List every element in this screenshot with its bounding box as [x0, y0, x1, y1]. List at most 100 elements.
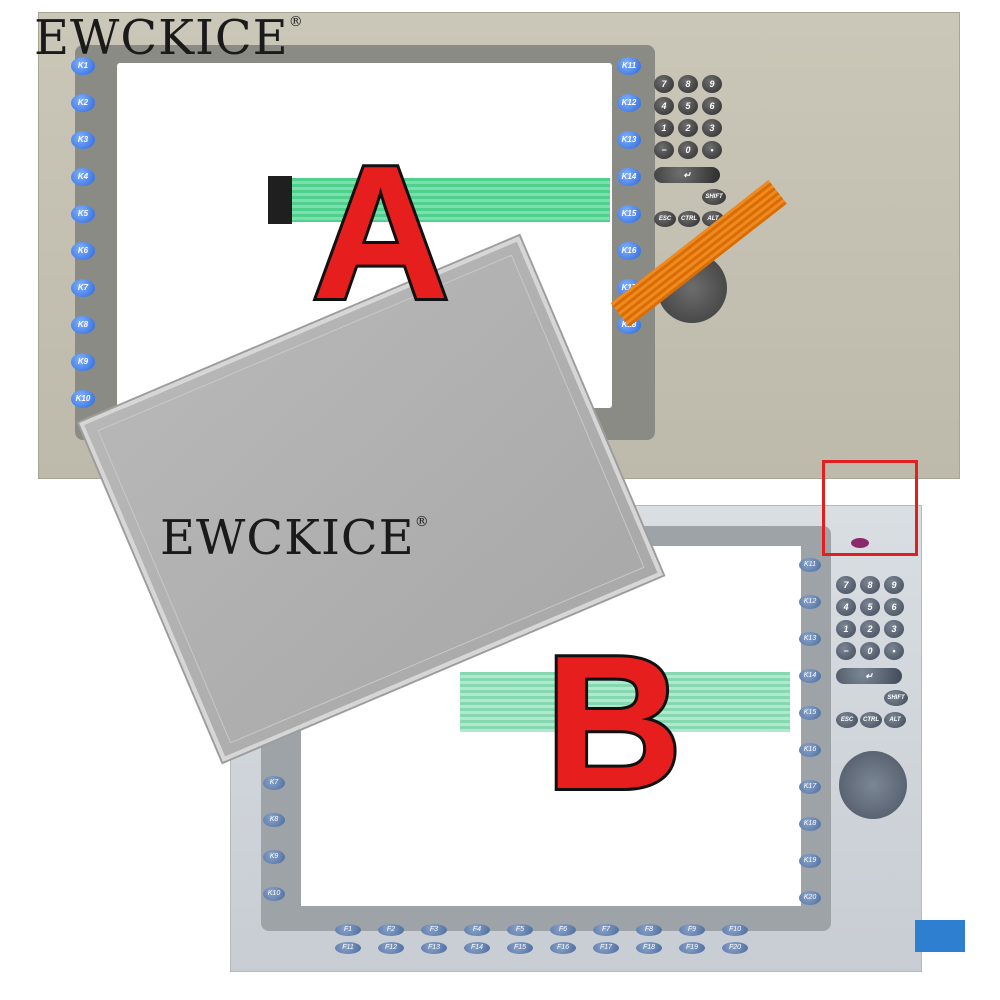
panel-a-label: A	[309, 127, 452, 339]
panel_b-keypad-11[interactable]: •	[884, 642, 904, 660]
ribbon-cable-b	[460, 672, 790, 732]
panel_b-shift-key[interactable]: SHIFT	[884, 690, 908, 706]
panel_b-enter-key[interactable]: ↵	[836, 668, 902, 684]
panel_b-keypad-5[interactable]: 6	[884, 598, 904, 616]
fkey-0[interactable]: F1	[335, 924, 361, 936]
panel_a-keypad-4[interactable]: 5	[678, 97, 698, 115]
fkey2-2[interactable]: F13	[421, 942, 447, 954]
key-a-right-0[interactable]: K11	[617, 57, 641, 75]
brand-name: EWCKICE	[34, 10, 289, 66]
fkey-7[interactable]: F8	[636, 924, 662, 936]
key-b-right-5[interactable]: K16	[799, 743, 821, 757]
panel_b-keypad-0[interactable]: 7	[836, 576, 856, 594]
panel_a-keypad-11[interactable]: •	[702, 141, 722, 159]
key-a-left-2[interactable]: K3	[71, 131, 95, 149]
fkey2-3[interactable]: F14	[464, 942, 490, 954]
key-b-right-3[interactable]: K14	[799, 669, 821, 683]
key-a-left-5[interactable]: K6	[71, 242, 95, 260]
key-a-right-3[interactable]: K14	[617, 168, 641, 186]
key-a-left-6[interactable]: K7	[71, 279, 95, 297]
fkey2-7[interactable]: F18	[636, 942, 662, 954]
fkey-2[interactable]: F3	[421, 924, 447, 936]
panel_b-keypad-3[interactable]: 4	[836, 598, 856, 616]
brand-name-touch: EWCKICE	[160, 510, 415, 566]
key-b-right-6[interactable]: K17	[799, 780, 821, 794]
panel_b-keypad-8[interactable]: 3	[884, 620, 904, 638]
panel_b-keypad-7[interactable]: 2	[860, 620, 880, 638]
fkey2-8[interactable]: F19	[679, 942, 705, 954]
panel_a-keypad-7[interactable]: 2	[678, 119, 698, 137]
panel_a-func-0[interactable]: ESC	[654, 211, 676, 227]
fkey-6[interactable]: F7	[593, 924, 619, 936]
fkey2-0[interactable]: F11	[335, 942, 361, 954]
key-a-left-0[interactable]: K1	[71, 57, 95, 75]
panel_a-keypad-9[interactable]: −	[654, 141, 674, 159]
direction-pad-b[interactable]	[839, 751, 907, 819]
panel-b-label: B	[542, 617, 685, 829]
key-a-left-1[interactable]: K2	[71, 94, 95, 112]
key-a-left-3[interactable]: K4	[71, 168, 95, 186]
panel_a-keypad-2[interactable]: 9	[702, 75, 722, 93]
key-b-right-9[interactable]: K20	[799, 891, 821, 905]
fkey-3[interactable]: F4	[464, 924, 490, 936]
fkey2-9[interactable]: F20	[722, 942, 748, 954]
key-a-right-5[interactable]: K16	[617, 242, 641, 260]
fkey2-1[interactable]: F12	[378, 942, 404, 954]
panel_a-keypad-6[interactable]: 1	[654, 119, 674, 137]
panel_b-keypad-4[interactable]: 5	[860, 598, 880, 616]
fkey2-5[interactable]: F16	[550, 942, 576, 954]
fkey2-6[interactable]: F17	[593, 942, 619, 954]
brand-registered-mark: ®	[288, 14, 304, 30]
brand-registered-mark-touch: ®	[414, 514, 430, 530]
panel_b-keypad-9[interactable]: −	[836, 642, 856, 660]
fkey2-4[interactable]: F15	[507, 942, 533, 954]
panel_b-func-2[interactable]: ALT	[884, 712, 906, 728]
key-b-right-7[interactable]: K18	[799, 817, 821, 831]
key-b-right-0[interactable]: K11	[799, 558, 821, 572]
fkey-9[interactable]: F10	[722, 924, 748, 936]
panel_b-keypad-2[interactable]: 9	[884, 576, 904, 594]
key-a-right-4[interactable]: K15	[617, 205, 641, 223]
panel_b-keypad-1[interactable]: 8	[860, 576, 880, 594]
panel_b-func-1[interactable]: CTRL	[860, 712, 882, 728]
status-led	[851, 538, 869, 548]
key-a-left-4[interactable]: K5	[71, 205, 95, 223]
panel_b-func-0[interactable]: ESC	[836, 712, 858, 728]
ribbon-cable-a	[270, 178, 610, 222]
fkey-4[interactable]: F5	[507, 924, 533, 936]
fkey-5[interactable]: F6	[550, 924, 576, 936]
key-b-left-1[interactable]: K8	[263, 813, 285, 827]
panel_a-shift-key[interactable]: SHIFT	[702, 189, 726, 205]
key-a-right-2[interactable]: K13	[617, 131, 641, 149]
key-a-left-8[interactable]: K9	[71, 353, 95, 371]
panel_a-keypad-5[interactable]: 6	[702, 97, 722, 115]
fkey-1[interactable]: F2	[378, 924, 404, 936]
brand-logo-top: EWCKICE®	[34, 10, 304, 66]
ribbon-tail-b	[915, 920, 965, 952]
key-b-right-8[interactable]: K19	[799, 854, 821, 868]
key-a-right-1[interactable]: K12	[617, 94, 641, 112]
panel_a-enter-key[interactable]: ↵	[654, 167, 720, 183]
key-a-left-9[interactable]: K10	[71, 390, 95, 408]
key-a-left-7[interactable]: K8	[71, 316, 95, 334]
panel_a-keypad-1[interactable]: 8	[678, 75, 698, 93]
key-b-left-0[interactable]: K7	[263, 776, 285, 790]
panel_a-keypad-10[interactable]: 0	[678, 141, 698, 159]
panel_b-keypad-6[interactable]: 1	[836, 620, 856, 638]
led-highlight-box	[822, 460, 918, 556]
panel_a-keypad-3[interactable]: 4	[654, 97, 674, 115]
fkey-8[interactable]: F9	[679, 924, 705, 936]
panel_b-keypad-10[interactable]: 0	[860, 642, 880, 660]
key-b-right-4[interactable]: K15	[799, 706, 821, 720]
key-b-left-2[interactable]: K9	[263, 850, 285, 864]
key-b-left-3[interactable]: K10	[263, 887, 285, 901]
ribbon-connector-a	[268, 176, 292, 224]
key-b-right-2[interactable]: K13	[799, 632, 821, 646]
brand-logo-touch: EWCKICE®	[160, 510, 430, 566]
panel_a-keypad-0[interactable]: 7	[654, 75, 674, 93]
panel_a-keypad-8[interactable]: 3	[702, 119, 722, 137]
panel_a-func-1[interactable]: CTRL	[678, 211, 700, 227]
key-b-right-1[interactable]: K12	[799, 595, 821, 609]
